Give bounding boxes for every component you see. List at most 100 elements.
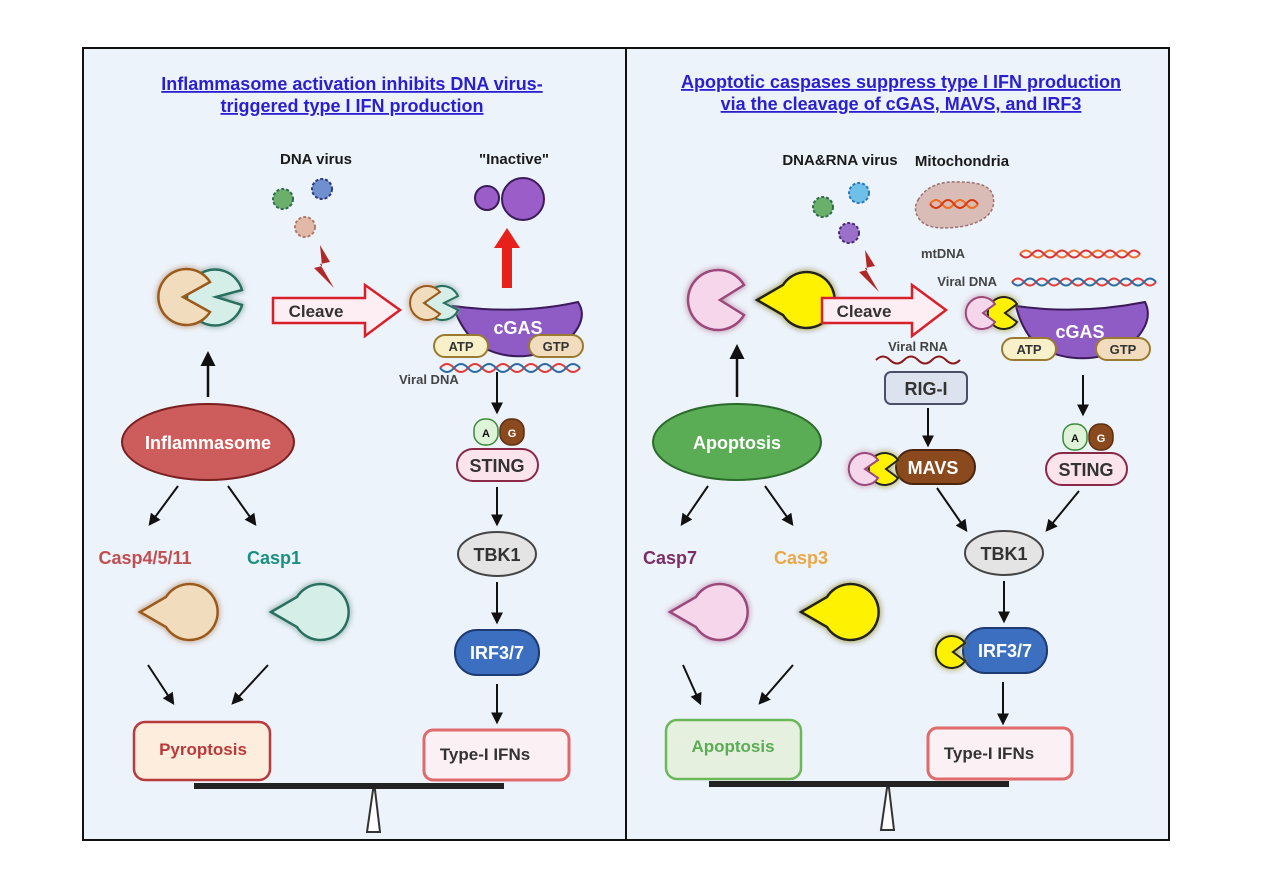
sting-label-right: STING <box>1058 460 1113 480</box>
casp-7-label: Casp7 <box>643 548 697 568</box>
rig-i-label: RIG-I <box>905 379 948 399</box>
atp-label-right: ATP <box>1016 342 1041 357</box>
gtp-label: GTP <box>543 339 570 354</box>
balance-fulcrum-right <box>879 787 896 831</box>
cgas-label-right: cGAS <box>1055 322 1104 342</box>
caspase-dimer-icon <box>157 267 244 327</box>
pyroptosis-box <box>132 720 272 782</box>
casp-7-icon <box>667 582 749 642</box>
apoptosis-outcome-box <box>664 718 803 781</box>
left-title-line1: Inflammasome activation inhibits DNA vir… <box>161 74 542 94</box>
casp-3-icon <box>798 582 880 642</box>
balance-beam-right <box>709 781 1009 787</box>
lightning-icon <box>314 245 334 288</box>
virus-icon <box>812 182 870 244</box>
cleave-arrow <box>820 282 949 339</box>
sting-a-label: A <box>482 428 490 440</box>
sting-node-right <box>1045 452 1128 486</box>
dna-virus-label: DNA virus <box>280 151 352 168</box>
arrow <box>227 485 257 526</box>
sting-a-pill <box>1062 423 1088 451</box>
tbk1-label: TBK1 <box>473 545 520 565</box>
sting-a-pill <box>473 418 499 446</box>
atp-pill <box>433 334 489 358</box>
casp-1-icon <box>268 582 350 642</box>
apoptosis-node <box>652 403 822 481</box>
up-red-arrow-icon <box>494 228 520 288</box>
arrow <box>231 664 269 705</box>
arrow <box>680 485 709 526</box>
type-i-ifn-box-right <box>926 726 1074 781</box>
cgas-label: cGAS <box>493 318 542 338</box>
irf-label-right: IRF3/7 <box>978 641 1032 661</box>
apoptosis-node-label: Apoptosis <box>693 433 781 453</box>
irf-label: IRF3/7 <box>470 643 524 663</box>
gtp-label-right: GTP <box>1110 342 1137 357</box>
viral-dna-label: Viral DNA <box>399 372 459 387</box>
sting-a-label-right: A <box>1071 433 1079 445</box>
cleave-label: Cleave <box>289 302 344 321</box>
cleaving-caspase-icon <box>964 296 1019 330</box>
type-i-ifn-box <box>422 728 571 782</box>
viral-rna-icon <box>875 355 961 365</box>
right-title-line2: via the cleavage of cGAS, MAVS, and IRF3 <box>721 94 1082 114</box>
mavs-caspase-icon <box>847 452 900 486</box>
atp-label: ATP <box>448 339 473 354</box>
viral-dna-label-right: Viral DNA <box>937 274 997 289</box>
arrow <box>1045 490 1080 532</box>
mitochondria-label: Mitochondria <box>915 153 1010 170</box>
gtp-pill <box>1095 337 1151 361</box>
mtdna-helix-icon <box>1019 249 1141 259</box>
viral-rna-label: Viral RNA <box>888 339 948 354</box>
arrow <box>758 664 794 705</box>
arrow <box>148 485 179 526</box>
sting-label: STING <box>469 456 524 476</box>
type-i-ifn-label: Type-I IFNs <box>440 745 530 764</box>
type-i-ifn-label-right: Type-I IFNs <box>944 744 1034 763</box>
dna-rna-virus-label: DNA&RNA virus <box>782 152 897 169</box>
inflammasome-node <box>121 403 295 481</box>
arrow <box>936 487 968 532</box>
arrow <box>764 485 794 526</box>
inactive-fragment-small <box>474 185 500 211</box>
rig-i-node <box>884 371 968 405</box>
atp-pill <box>1001 337 1057 361</box>
mtdna-label: mtDNA <box>921 246 966 261</box>
casp-4-5-11-label: Casp4/5/11 <box>98 548 191 568</box>
right-title-line1: Apoptotic caspases suppress type I IFN p… <box>681 72 1121 92</box>
sting-g-pill <box>1088 423 1114 451</box>
inflammasome-label: Inflammasome <box>145 433 271 453</box>
cleave-label-right: Cleave <box>837 302 892 321</box>
casp-3-label: Casp3 <box>774 548 828 568</box>
arrow <box>682 664 702 706</box>
mavs-node <box>895 449 976 485</box>
sting-g-pill <box>499 418 525 446</box>
balance-beam <box>194 783 504 789</box>
cleaving-caspase-icon <box>409 285 460 321</box>
pyroptosis-label: Pyroptosis <box>159 740 247 759</box>
tbk1-node <box>457 531 537 577</box>
sting-node <box>456 448 539 482</box>
irf-node <box>454 629 540 676</box>
casp-4-5-11-icon <box>137 582 219 642</box>
irf-node-right <box>962 627 1048 674</box>
viral-dna-helix-icon <box>439 363 581 373</box>
arrow <box>147 664 175 706</box>
inactive-label: "Inactive" <box>479 151 549 168</box>
viral-dna-helix-icon <box>1011 277 1157 287</box>
tbk1-node-right <box>964 530 1044 576</box>
inactive-fragment-large <box>501 177 545 221</box>
cleave-arrow <box>271 282 403 339</box>
mitochondria-icon <box>914 181 995 229</box>
balance-fulcrum <box>365 789 382 833</box>
mavs-label: MAVS <box>908 458 959 478</box>
casp-1-label: Casp1 <box>247 548 301 568</box>
left-title-line2: triggered type I IFN production <box>220 96 483 116</box>
gtp-pill <box>528 334 584 358</box>
tbk1-label-right: TBK1 <box>980 544 1027 564</box>
irf-caspase-icon <box>934 635 967 669</box>
apoptotic-caspase-dimer-icon <box>686 268 836 332</box>
sting-g-label-right: G <box>1097 433 1106 445</box>
lightning-icon <box>859 250 879 292</box>
